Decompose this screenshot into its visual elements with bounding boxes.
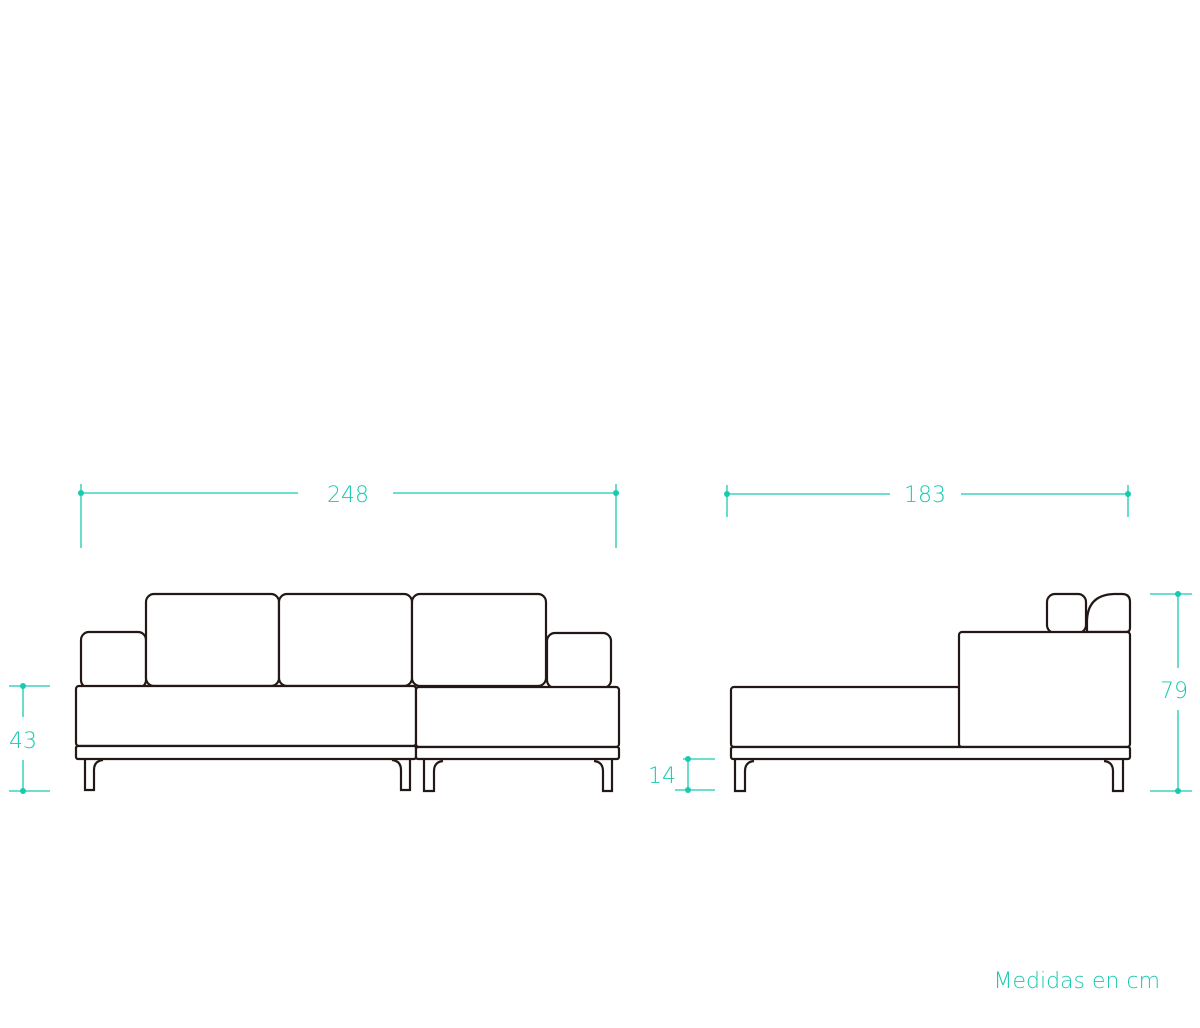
seat-chaise <box>414 685 621 749</box>
dimension-side-depth: 183 <box>724 483 1131 517</box>
back-cushion-2 <box>277 592 414 688</box>
dimension-total-height: 79 <box>1150 591 1192 794</box>
right-arm-cushion <box>545 631 613 690</box>
seat-left <box>74 684 418 748</box>
side-pillow-2 <box>1085 592 1132 634</box>
base-left <box>74 744 418 761</box>
side-pillow-1 <box>1045 592 1088 635</box>
front-legs <box>83 758 614 793</box>
side-depth-label: 183 <box>904 483 946 508</box>
seat-height-label: 43 <box>9 729 37 754</box>
side-leg-front <box>733 759 755 793</box>
side-seat <box>729 685 962 749</box>
sofa-front-view <box>74 592 621 793</box>
dimension-front-width: 248 <box>78 483 619 548</box>
back-cushion-1 <box>144 592 281 688</box>
sofa-side-view <box>729 592 1132 793</box>
units-note: Medidas en cm <box>994 969 1161 994</box>
dimension-leg-height: 14 <box>648 756 715 793</box>
front-width-label: 248 <box>327 483 369 508</box>
side-base <box>729 745 1132 761</box>
base-chaise <box>414 745 621 761</box>
side-back-block <box>957 630 1132 749</box>
left-arm-cushion <box>79 630 148 690</box>
dimension-seat-height: 43 <box>9 683 50 794</box>
side-leg-back <box>1103 759 1125 793</box>
back-cushion-3 <box>410 592 548 688</box>
leg-height-label: 14 <box>648 764 676 789</box>
total-height-label: 79 <box>1160 679 1188 704</box>
